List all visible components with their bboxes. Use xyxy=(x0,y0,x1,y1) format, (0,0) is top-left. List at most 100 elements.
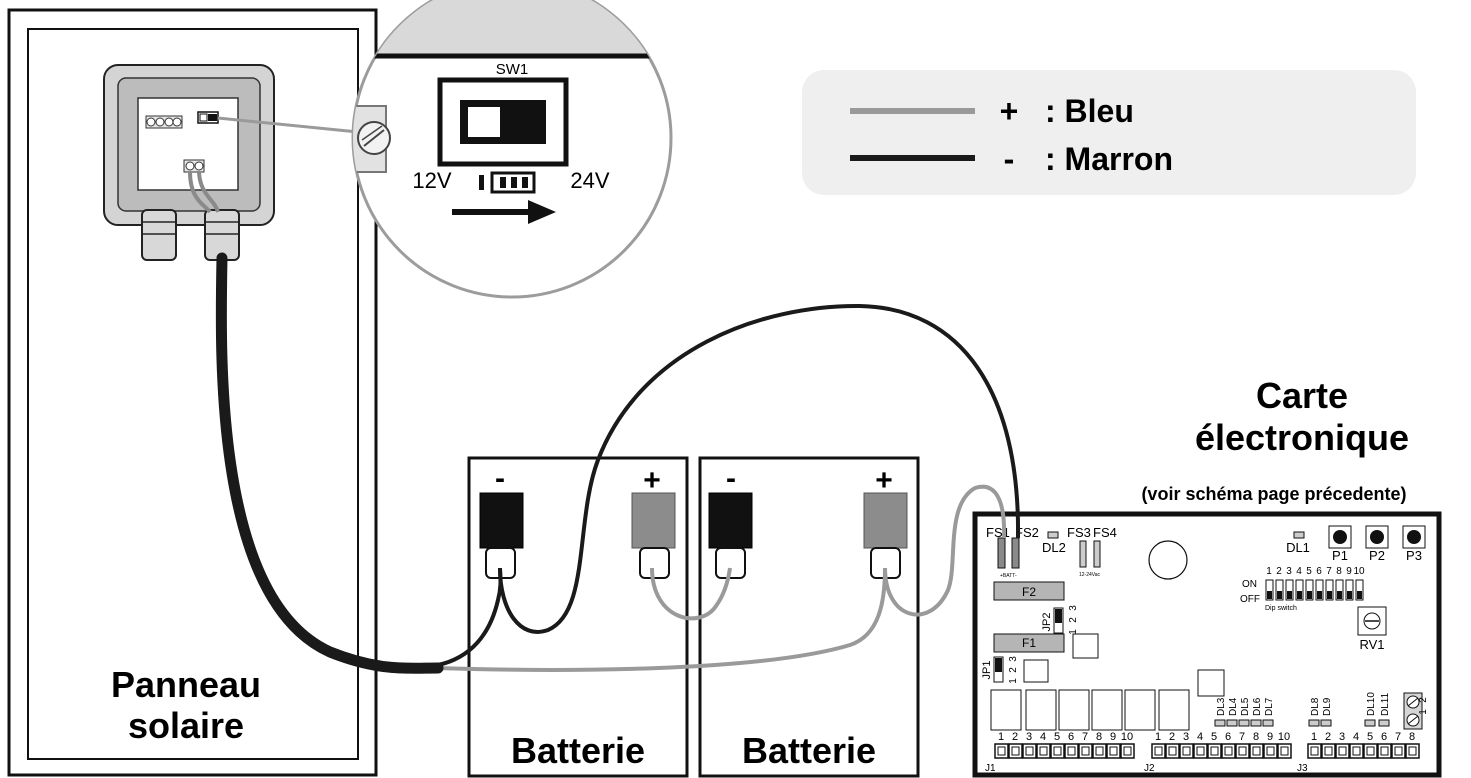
connector-pin-number: 8 xyxy=(1253,731,1259,743)
chip-square xyxy=(1072,633,1099,659)
side-terminal-screw-slot xyxy=(1407,697,1419,707)
fuse-f2 xyxy=(993,581,1065,601)
led-label: DL5 xyxy=(1240,697,1251,716)
solar-panel-label-line2: solaire xyxy=(128,705,244,746)
dip-switch-toggle xyxy=(1297,591,1302,599)
buzzer-icon xyxy=(1148,540,1188,580)
led-label: DL6 xyxy=(1252,697,1263,716)
connector-pin-slot xyxy=(1123,746,1132,756)
battery-2: - + Batterie xyxy=(698,456,920,778)
connector-pin-number: 9 xyxy=(1110,731,1116,743)
dip-switch-toggle xyxy=(1277,591,1282,599)
battery-2-minus-sign: - xyxy=(726,462,736,495)
jp2-label: JP2 xyxy=(1041,613,1053,632)
wire-battery-link xyxy=(650,567,732,621)
wire-panel-cable xyxy=(215,252,444,674)
fs4-label: FS4 xyxy=(1093,525,1117,540)
connector-pin-number: 10 xyxy=(1121,731,1133,743)
fs3-connector xyxy=(1079,540,1087,568)
solar-panel-outer-frame xyxy=(7,8,378,777)
connector-pin-slot xyxy=(1266,746,1275,756)
dip-switch-slot xyxy=(1355,579,1364,601)
j3-label: J3 xyxy=(1297,763,1308,774)
connector-pin-slot xyxy=(1039,746,1048,756)
battery-2-minus-terminal xyxy=(708,492,753,549)
junction-box-screw-icon xyxy=(155,117,165,127)
internal-wire-minus xyxy=(197,171,220,213)
connector-pin-number: 4 xyxy=(1197,731,1203,743)
relay-block xyxy=(1158,689,1190,731)
connector-pin-number: 2 xyxy=(1169,731,1175,743)
connector-pin-number: 8 xyxy=(1096,731,1102,743)
connector-pin-slot xyxy=(1025,746,1034,756)
connector-pin-slot xyxy=(1366,746,1375,756)
connector-pin-number: 3 xyxy=(1026,731,1032,743)
p3-label: P3 xyxy=(1406,548,1422,563)
connector-pin-slot xyxy=(1011,746,1020,756)
jp1-pin-1: 1 xyxy=(1008,678,1019,684)
switch-name-label: SW1 xyxy=(496,61,529,78)
connector-pin-slot xyxy=(1154,746,1163,756)
connector-pin-number: 3 xyxy=(1339,731,1345,743)
connector-pin-number: 9 xyxy=(1267,731,1273,743)
battery-1-plus-terminal xyxy=(631,492,676,549)
dip-switch-slot xyxy=(1325,579,1334,601)
fs2-connector xyxy=(1011,537,1020,569)
magnifier-header-band xyxy=(353,0,671,56)
legend-minus-label: : Marron xyxy=(1045,141,1173,177)
board-subtitle: (voir schéma page précedente) xyxy=(1141,484,1406,504)
dl2-led xyxy=(1047,531,1059,539)
callout-leader-line xyxy=(217,116,359,134)
led-label: DL9 xyxy=(1322,697,1333,716)
j2-label: J2 xyxy=(1144,763,1155,774)
legend-box xyxy=(802,70,1416,195)
junction-box-screw-icon xyxy=(164,117,174,127)
dip-switch-label: Dip switch xyxy=(1265,605,1297,612)
dip-switch-toggle xyxy=(1287,591,1292,599)
junction-box-board xyxy=(137,97,239,191)
switch-left-label: 12V xyxy=(412,168,451,193)
solar-panel-inner-frame xyxy=(27,28,359,760)
connector-pin-number: 7 xyxy=(1082,731,1088,743)
connector-pin-slot xyxy=(1067,746,1076,756)
switch-position-mark xyxy=(511,177,517,188)
connector-pin-slot xyxy=(1224,746,1233,756)
connector-pin-number: 3 xyxy=(1183,731,1189,743)
relay-block xyxy=(990,689,1022,731)
battery-1-plus-clip xyxy=(639,547,670,579)
jp2-pin-1: 1 xyxy=(1068,629,1079,635)
j1-label: J1 xyxy=(985,763,996,774)
legend-plus-symbol: + xyxy=(1000,93,1019,129)
p2-label: P2 xyxy=(1369,548,1385,563)
wire-panel-plus xyxy=(434,567,887,672)
solar-panel-label-line1: Panneau xyxy=(111,664,261,705)
dip-switch-slot xyxy=(1275,579,1284,601)
dip-switch-toggle xyxy=(1337,591,1342,599)
wiring xyxy=(215,252,1021,674)
connector-pin-slot xyxy=(1081,746,1090,756)
switch-slider-knob xyxy=(468,107,500,137)
connector-pin-number: 1 xyxy=(1311,731,1317,743)
connector-pin-slot xyxy=(1338,746,1347,756)
relay-block xyxy=(1058,689,1090,731)
led-label: DL10 xyxy=(1366,692,1377,716)
jp2-jumper-cap xyxy=(1055,609,1062,623)
led-indicator xyxy=(1262,719,1274,727)
battery-1-minus-terminal xyxy=(479,492,524,549)
connector-pin-slot xyxy=(1095,746,1104,756)
button-p2-cap xyxy=(1370,530,1384,544)
led-indicator xyxy=(1214,719,1226,727)
connector-pin-number: 10 xyxy=(1278,731,1290,743)
dip-number-label: 3 xyxy=(1286,566,1292,577)
switch-position-tick xyxy=(479,175,484,190)
fuse-f1 xyxy=(993,633,1065,653)
led-label: DL4 xyxy=(1228,697,1239,716)
connector-pin-number: 8 xyxy=(1409,731,1415,743)
connector-pin-number: 5 xyxy=(1211,731,1217,743)
connector-pin-slot xyxy=(1394,746,1403,756)
jp1-label: JP1 xyxy=(981,661,993,680)
dip-switch-slot xyxy=(1345,579,1354,601)
dip-switch-slot xyxy=(1285,579,1294,601)
led-indicator xyxy=(1378,719,1390,727)
